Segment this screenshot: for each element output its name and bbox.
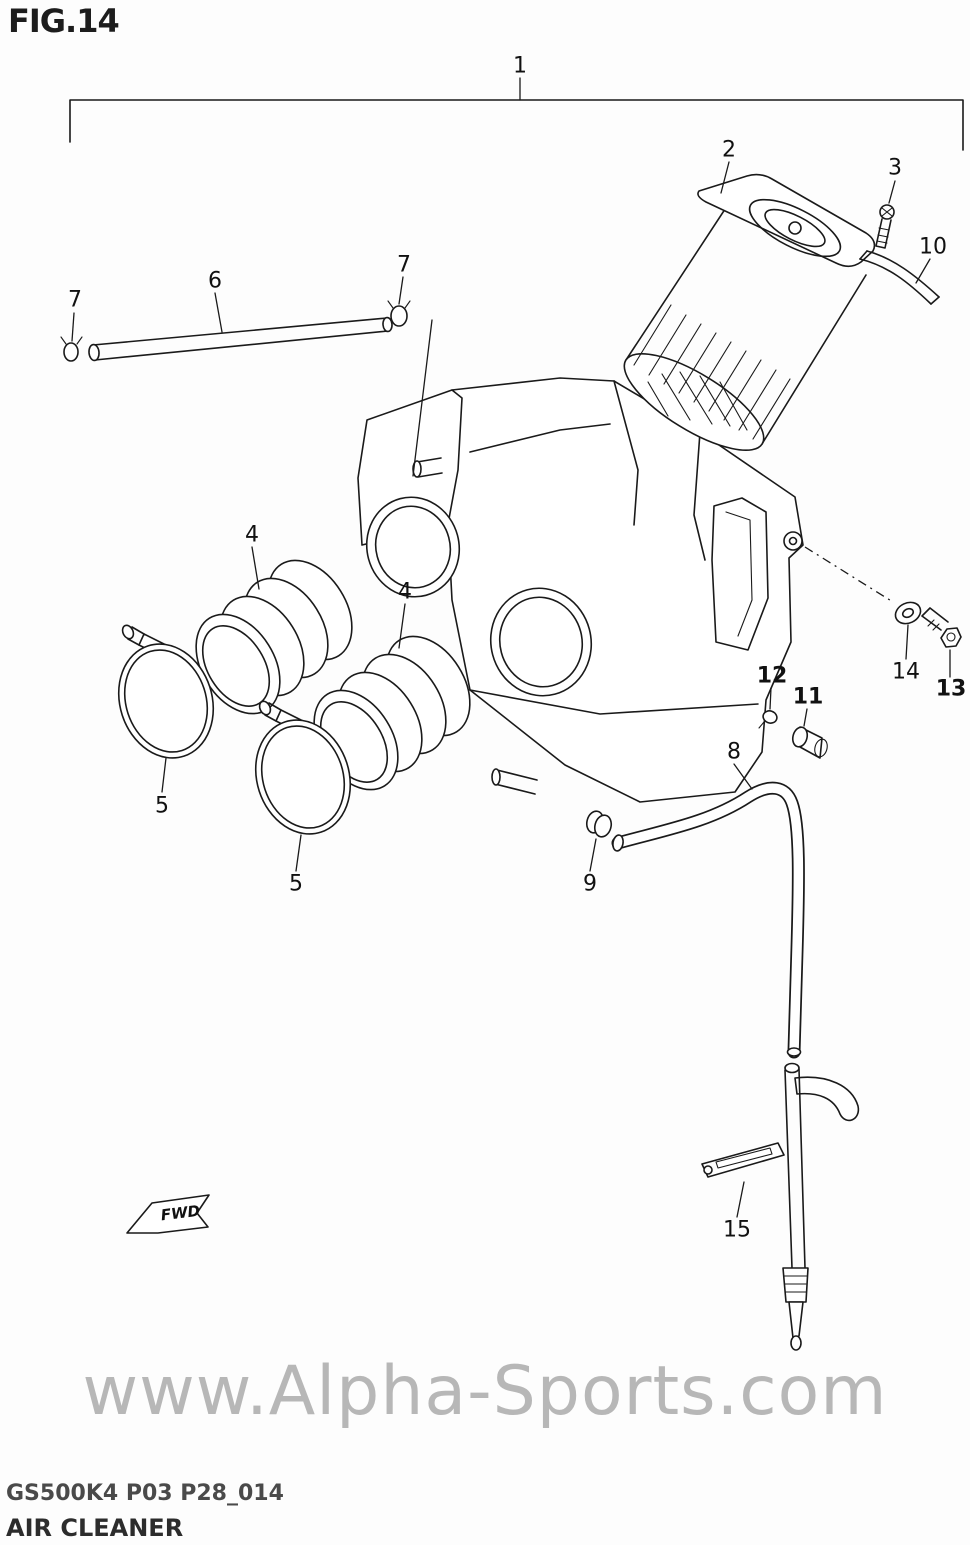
clamp-5a (117, 624, 215, 759)
callout-11: 11 (793, 685, 824, 710)
callout-9: 9 (583, 872, 597, 897)
clamp-9 (585, 810, 613, 838)
callout-3: 3 (888, 156, 902, 181)
breather-tube-6 (88, 316, 393, 362)
air-cleaner-box (357, 377, 804, 803)
callout-6: 6 (208, 269, 222, 294)
callout-8: 8 (727, 740, 741, 765)
bracket-10 (859, 250, 940, 305)
plug-11 (791, 726, 828, 759)
intake-duct-4a (195, 559, 353, 715)
callout-12: 12 (757, 664, 788, 689)
callout-4: 4 (245, 523, 259, 548)
air-filter-element (623, 173, 876, 452)
callout-7: 7 (397, 253, 411, 278)
callout-10: 10 (919, 235, 947, 260)
clip-12 (758, 710, 778, 729)
clip-7-right (387, 300, 411, 327)
callout-2: 2 (722, 138, 736, 163)
screw-3 (875, 204, 895, 249)
intake-duct-4b (313, 635, 471, 791)
callout-7: 7 (68, 288, 82, 313)
callout-15: 15 (723, 1218, 751, 1243)
callout-5: 5 (289, 872, 303, 897)
fwd-label: FWD (160, 1202, 201, 1225)
callout-14: 14 (892, 660, 920, 685)
leader-lines (71, 161, 951, 1218)
callout-13: 13 (936, 677, 967, 702)
callout-1: 1 (513, 54, 527, 79)
callout-5: 5 (155, 794, 169, 819)
bolt-13 (921, 607, 962, 648)
washer-14 (894, 601, 922, 625)
figure-title: FIG.14 (8, 2, 120, 40)
footer-model-code: GS500K4 P03 P28_014 (6, 1481, 284, 1506)
filter-pleats (633, 304, 791, 440)
drain-tube-15 (701, 1062, 860, 1351)
footer-section-title: AIR CLEANER (6, 1514, 184, 1542)
callout-4: 4 (398, 580, 412, 605)
clamp-5b (254, 700, 352, 835)
clip-7-left (60, 336, 83, 362)
drain-hose-8 (611, 781, 805, 1059)
assembly-bracket-1 (69, 77, 964, 151)
fwd-arrow-icon: FWD (126, 1194, 210, 1234)
